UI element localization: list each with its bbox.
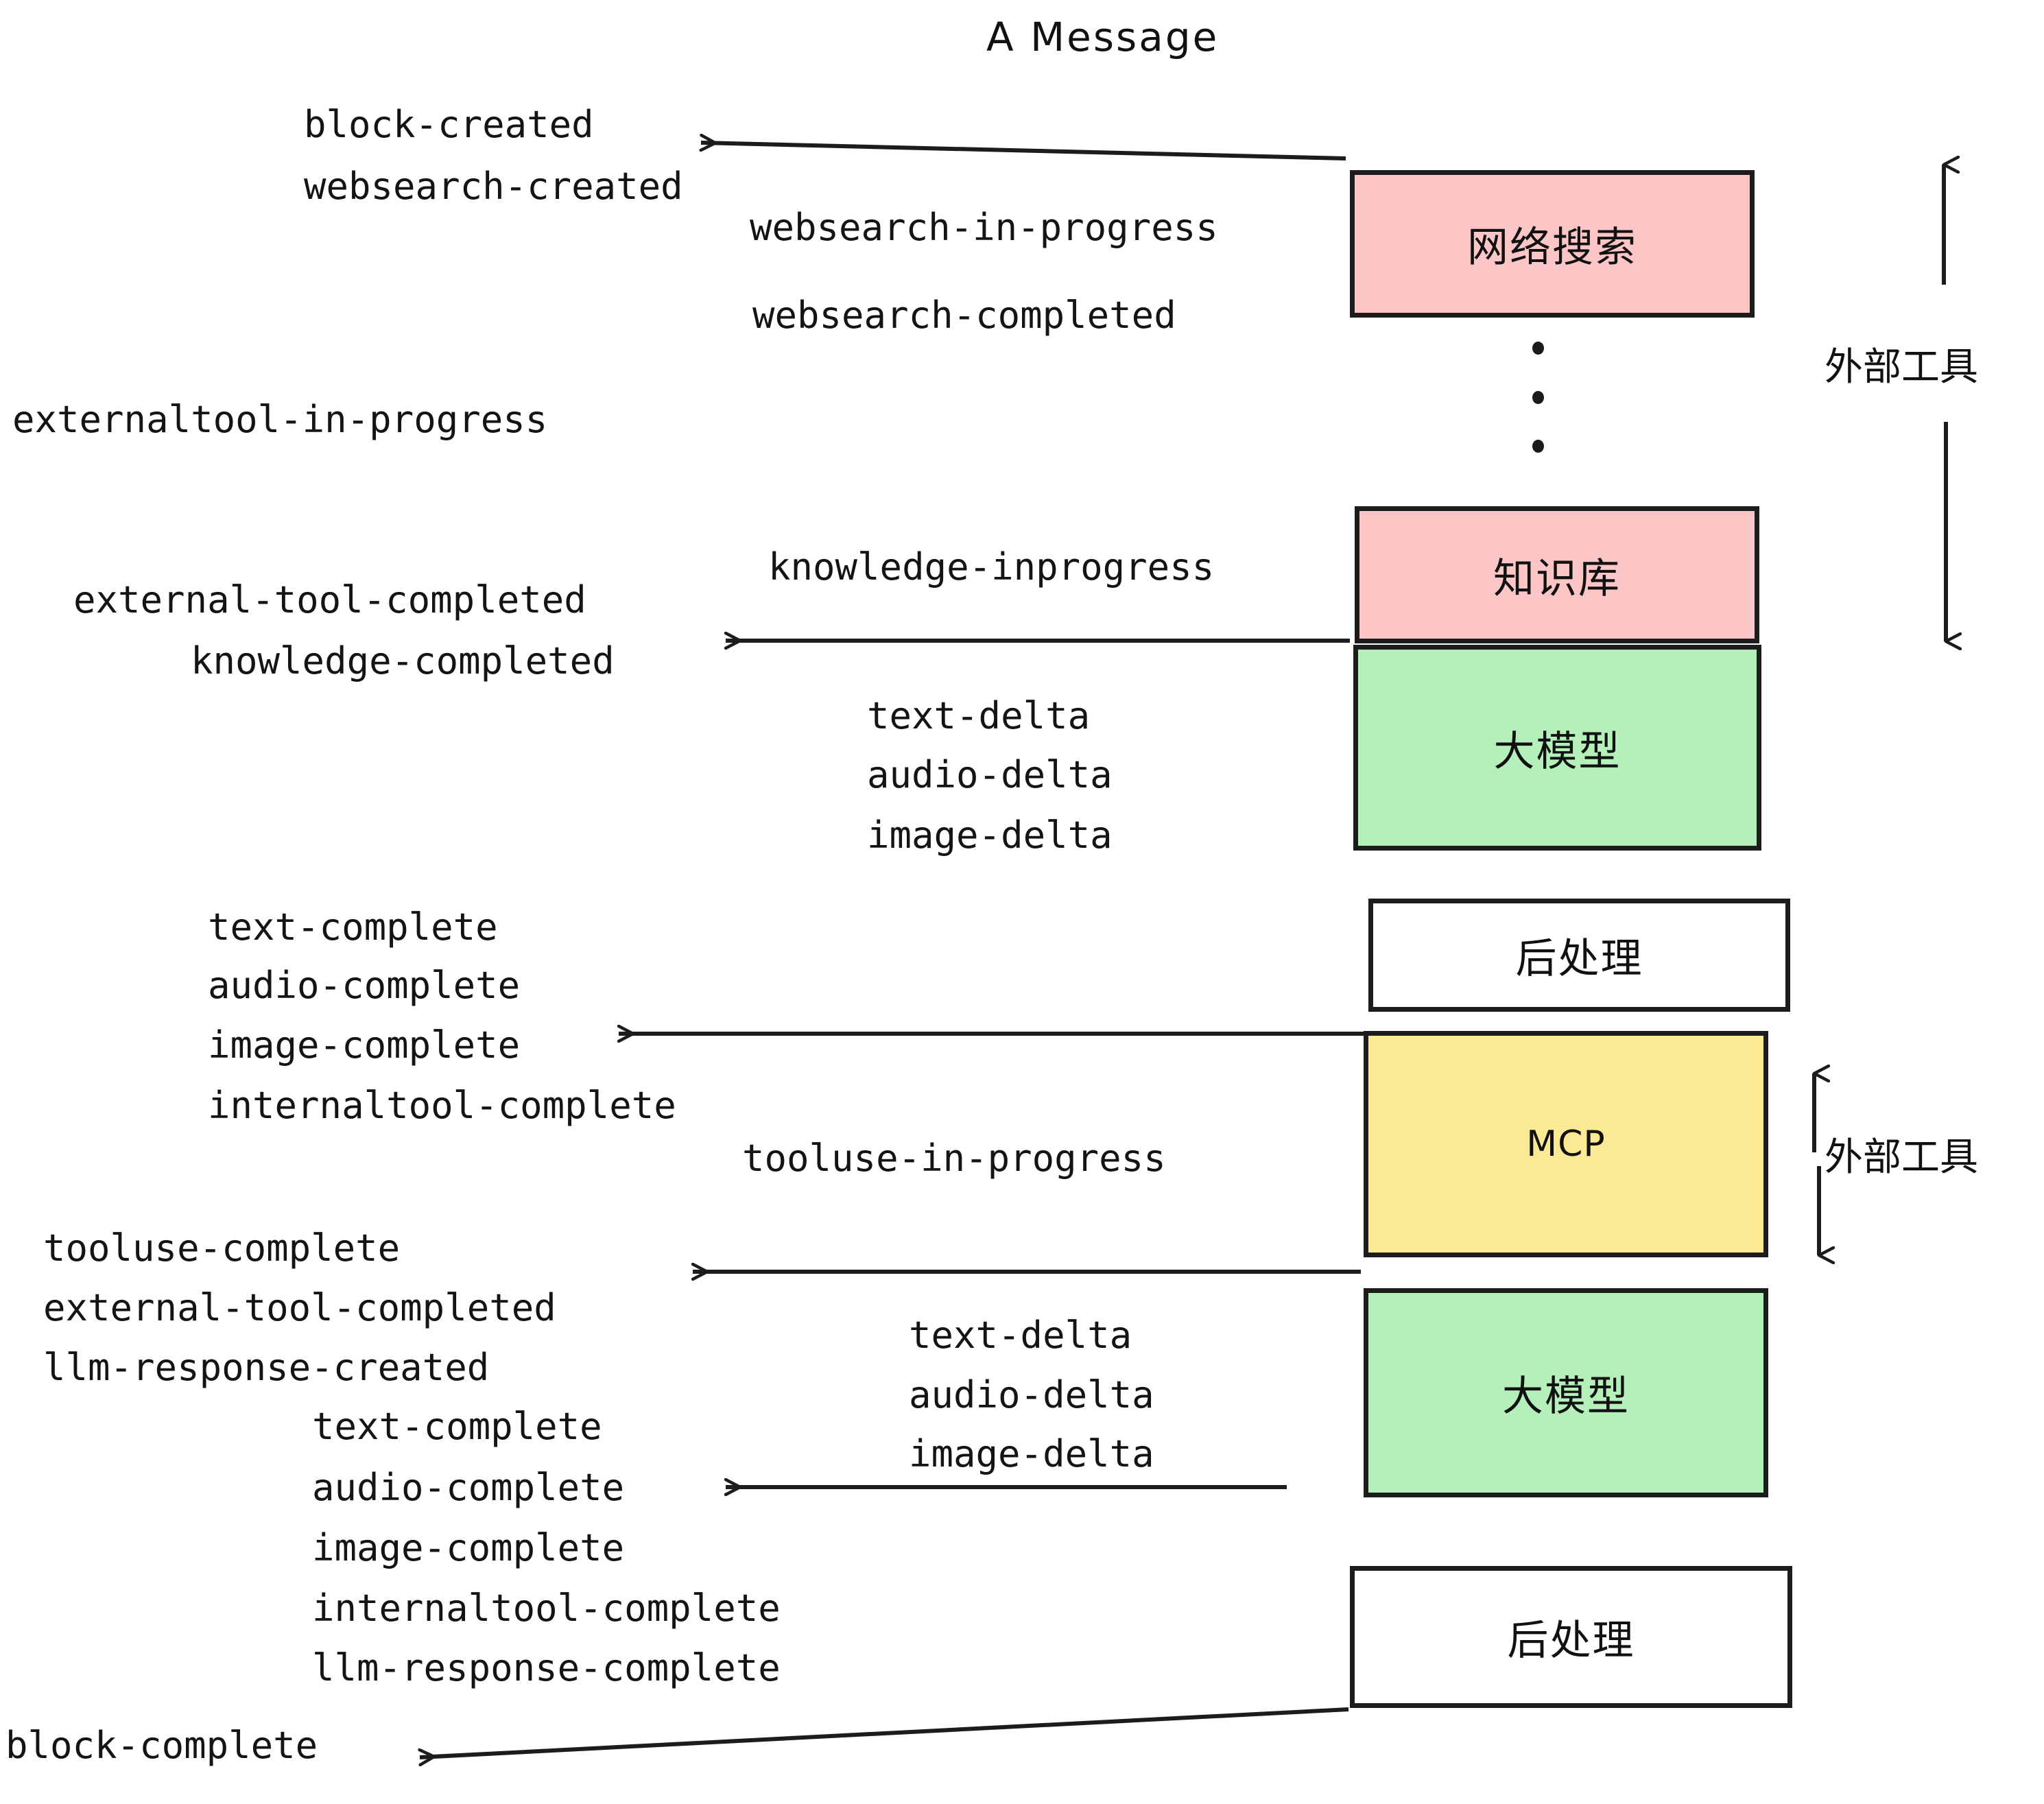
event-label-llm-response-created: llm-response-created [43,1346,490,1389]
event-label-externaltool-in-progress: externaltool-in-progress [12,398,548,441]
event-label-websearch-created: websearch-created [304,165,683,208]
box-websearch: 网络搜索 [1350,170,1755,318]
dot-icon [1532,342,1544,355]
event-label-text-delta-2: text-delta [909,1314,1132,1357]
box-llm-1: 大模型 [1353,645,1761,851]
page-title: A Message [986,14,1220,60]
event-label-text-complete-1: text-complete [208,905,498,949]
event-label-knowledge-completed: knowledge-completed [191,639,615,683]
event-label-audio-complete-1: audio-complete [208,964,521,1007]
box-llm-2: 大模型 [1364,1288,1768,1497]
box-label-llm-1: 大模型 [1493,727,1621,776]
event-label-text-complete-2: text-complete [312,1405,602,1448]
box-label-llm-2: 大模型 [1502,1373,1630,1421]
box-label-postprocess-1: 后处理 [1515,935,1643,983]
box-label-knowledge: 知识库 [1493,554,1621,603]
box-mcp: MCP [1364,1031,1768,1257]
box-knowledge: 知识库 [1355,506,1759,643]
event-label-image-complete-1: image-complete [208,1023,521,1067]
dot-icon [1532,440,1544,453]
event-label-audio-delta-1: audio-delta [867,753,1113,796]
dot-icon [1532,390,1544,404]
arrow-postprocess2-to-blockcomplete [420,1707,1349,1757]
box-postprocess-2: 后处理 [1350,1566,1792,1708]
event-label-external-tool-completed-1: external-tool-completed [73,578,586,621]
side-label-external-tools-bottom: 外部工具 [1825,1135,1978,1180]
event-label-audio-complete-2: audio-complete [312,1466,625,1509]
box-postprocess-1: 后处理 [1368,899,1790,1012]
event-label-external-tool-completed-2: external-tool-completed [43,1286,556,1329]
event-label-block-complete: block-complete [5,1724,318,1767]
event-label-websearch-in-progress: websearch-in-progress [750,206,1218,249]
event-label-block-created: block-created [304,103,594,146]
side-label-external-tools-top: 外部工具 [1825,345,1978,390]
event-label-websearch-completed: websearch-completed [752,294,1176,337]
event-label-llm-response-complete: llm-response-complete [312,1646,781,1689]
box-label-websearch: 网络搜索 [1467,224,1637,272]
event-label-knowledge-inprogress: knowledge-inprogress [768,545,1215,589]
event-label-text-delta-1: text-delta [867,694,1091,737]
event-label-image-complete-2: image-complete [312,1526,625,1569]
event-label-internaltool-complete-1: internaltool-complete [208,1084,676,1127]
box-label-postprocess-2: 后处理 [1507,1617,1635,1665]
event-label-internaltool-complete-2: internaltool-complete [312,1587,781,1630]
event-label-tooluse-complete: tooluse-complete [43,1226,401,1270]
box-label-mcp: MCP [1526,1124,1606,1165]
event-label-image-delta-2: image-delta [909,1432,1154,1475]
event-label-audio-delta-2: audio-delta [909,1373,1154,1416]
event-label-image-delta-1: image-delta [867,814,1113,857]
event-label-tooluse-in-progress: tooluse-in-progress [742,1137,1166,1180]
vertical-ellipsis-icon [1531,342,1545,453]
arrow-websearch-to-blockcreated [701,143,1346,161]
